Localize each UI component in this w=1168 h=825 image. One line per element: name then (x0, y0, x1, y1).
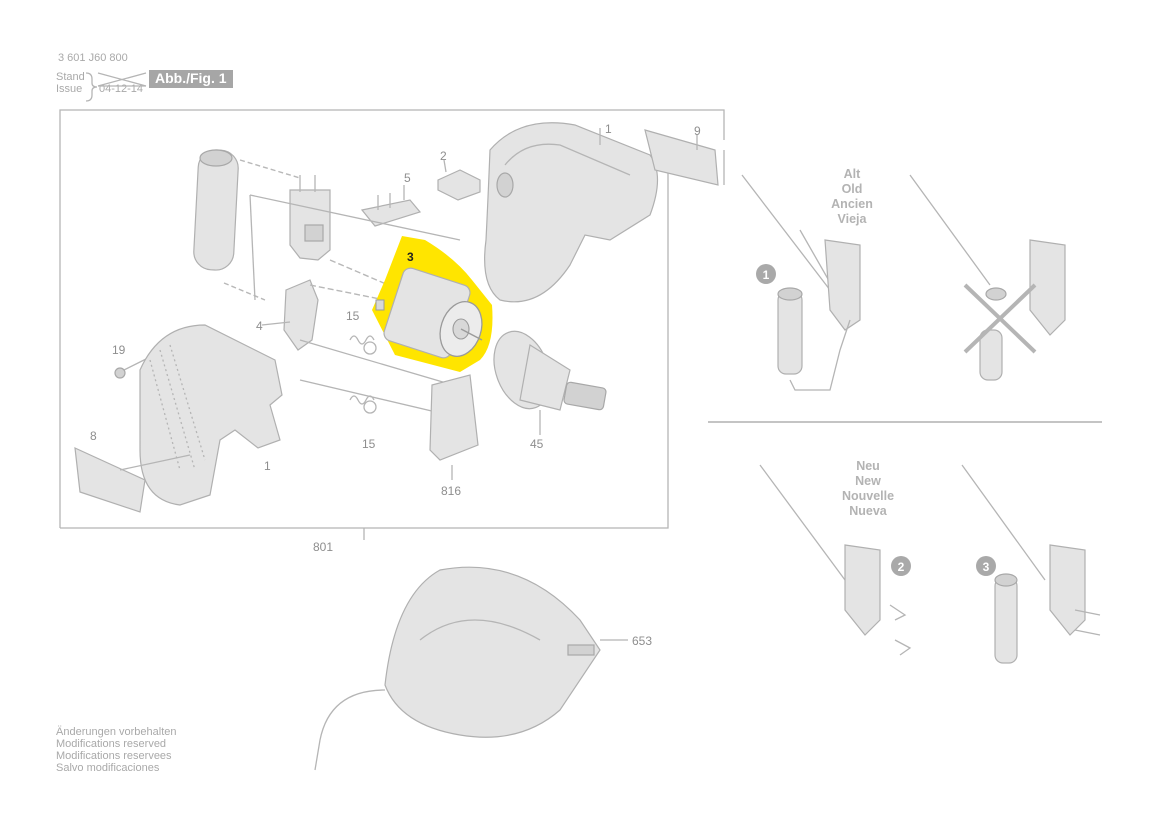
step-2-circle (891, 556, 911, 576)
old-label-de: Alt (844, 167, 862, 181)
callout-19: 19 (112, 343, 126, 357)
footer-line-en: Modifications reserved (56, 738, 167, 750)
footer-line-es: Salvo modificaciones (56, 762, 160, 774)
issue-label: Issue (56, 83, 83, 95)
assembly-frame (59, 109, 725, 528)
old-label-es: Vieja (838, 212, 868, 226)
side-panel (74, 447, 146, 513)
callout-653: 653 (632, 634, 652, 648)
callout-45: 45 (530, 437, 544, 451)
callout-1-top: 1 (605, 122, 612, 136)
callout-9: 9 (694, 124, 701, 138)
footer-notes: Änderungen vorbehalten Modifications res… (56, 726, 176, 774)
callout-3: 3 (407, 250, 414, 264)
callout-1-bottom: 1 (264, 459, 271, 473)
clip-part (360, 185, 422, 227)
old-procedure-left (741, 174, 861, 391)
new-procedure-right (961, 464, 1101, 664)
issue-brace (85, 72, 147, 102)
new-label-fr: Nouvelle (842, 489, 894, 503)
battery-cover (429, 374, 479, 480)
chuck-part (493, 330, 607, 435)
callout-801: 801 (313, 540, 333, 554)
old-label-fr: Ancien (831, 197, 873, 211)
button-part (437, 159, 481, 201)
callout-5: 5 (404, 171, 411, 185)
callout-4: 4 (256, 319, 263, 333)
old-procedure-right (909, 174, 1066, 381)
spring-bottom (349, 395, 377, 414)
callout-15-bottom: 15 (362, 437, 376, 451)
old-label-en: Old (842, 182, 863, 196)
screw-part (114, 357, 149, 379)
new-procedure-left (759, 464, 912, 656)
figure-badge: Abb./Fig. 1 (149, 70, 233, 88)
part-number: 3 601 J60 800 (58, 52, 128, 64)
footer-line-fr: Modifications reservees (56, 750, 172, 762)
end-cap (644, 129, 719, 186)
battery-cell (193, 149, 301, 301)
new-label-en: New (855, 474, 881, 488)
footer-line-de: Änderungen vorbehalten (56, 726, 177, 738)
step-1-number: 1 (763, 268, 770, 282)
step-3-number: 3 (983, 560, 990, 574)
callout-8: 8 (90, 429, 97, 443)
new-label-es: Nueva (849, 504, 888, 518)
step-2-number: 2 (898, 560, 905, 574)
motor-highlight (372, 236, 493, 372)
switch-contact (261, 175, 331, 351)
new-label-de: Neu (856, 459, 880, 473)
housing-half-bottom (139, 324, 283, 506)
step-3-circle (976, 556, 996, 576)
callout-816: 816 (441, 484, 461, 498)
spring-top (349, 335, 377, 355)
callout-2: 2 (440, 149, 447, 163)
stand-label: Stand (56, 71, 85, 83)
housing-half-top (484, 122, 659, 303)
step-1-circle (756, 264, 776, 284)
issue-date: 04-12-14 (99, 83, 144, 95)
charger (314, 566, 628, 771)
callout-15-top: 15 (346, 309, 360, 323)
